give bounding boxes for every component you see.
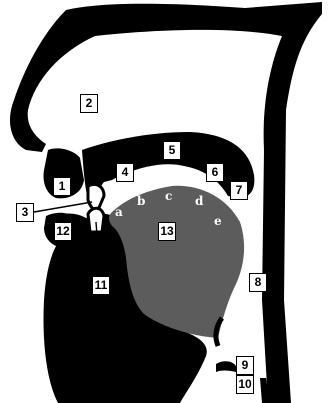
label-5: 5	[163, 141, 181, 160]
leader-line-3	[34, 202, 92, 212]
tongue-region-b: b	[137, 195, 145, 208]
label-9: 9	[236, 356, 254, 375]
tongue-region-a: a	[115, 206, 123, 219]
label-1: 1	[53, 177, 71, 196]
upper-teeth	[88, 184, 104, 210]
label-11: 11	[92, 276, 110, 295]
label-7: 7	[230, 181, 248, 200]
label-3: 3	[16, 203, 34, 222]
label-12: 12	[54, 222, 72, 241]
label-13: 13	[158, 222, 176, 241]
tongue-region-c: c	[165, 190, 172, 203]
larynx	[216, 361, 236, 372]
label-4: 4	[116, 163, 134, 182]
label-2: 2	[80, 94, 98, 113]
tongue-region-e: e	[214, 215, 222, 228]
tongue-region-d: d	[195, 195, 203, 208]
label-8: 8	[249, 273, 267, 292]
label-10: 10	[236, 375, 254, 394]
label-6: 6	[206, 163, 224, 182]
